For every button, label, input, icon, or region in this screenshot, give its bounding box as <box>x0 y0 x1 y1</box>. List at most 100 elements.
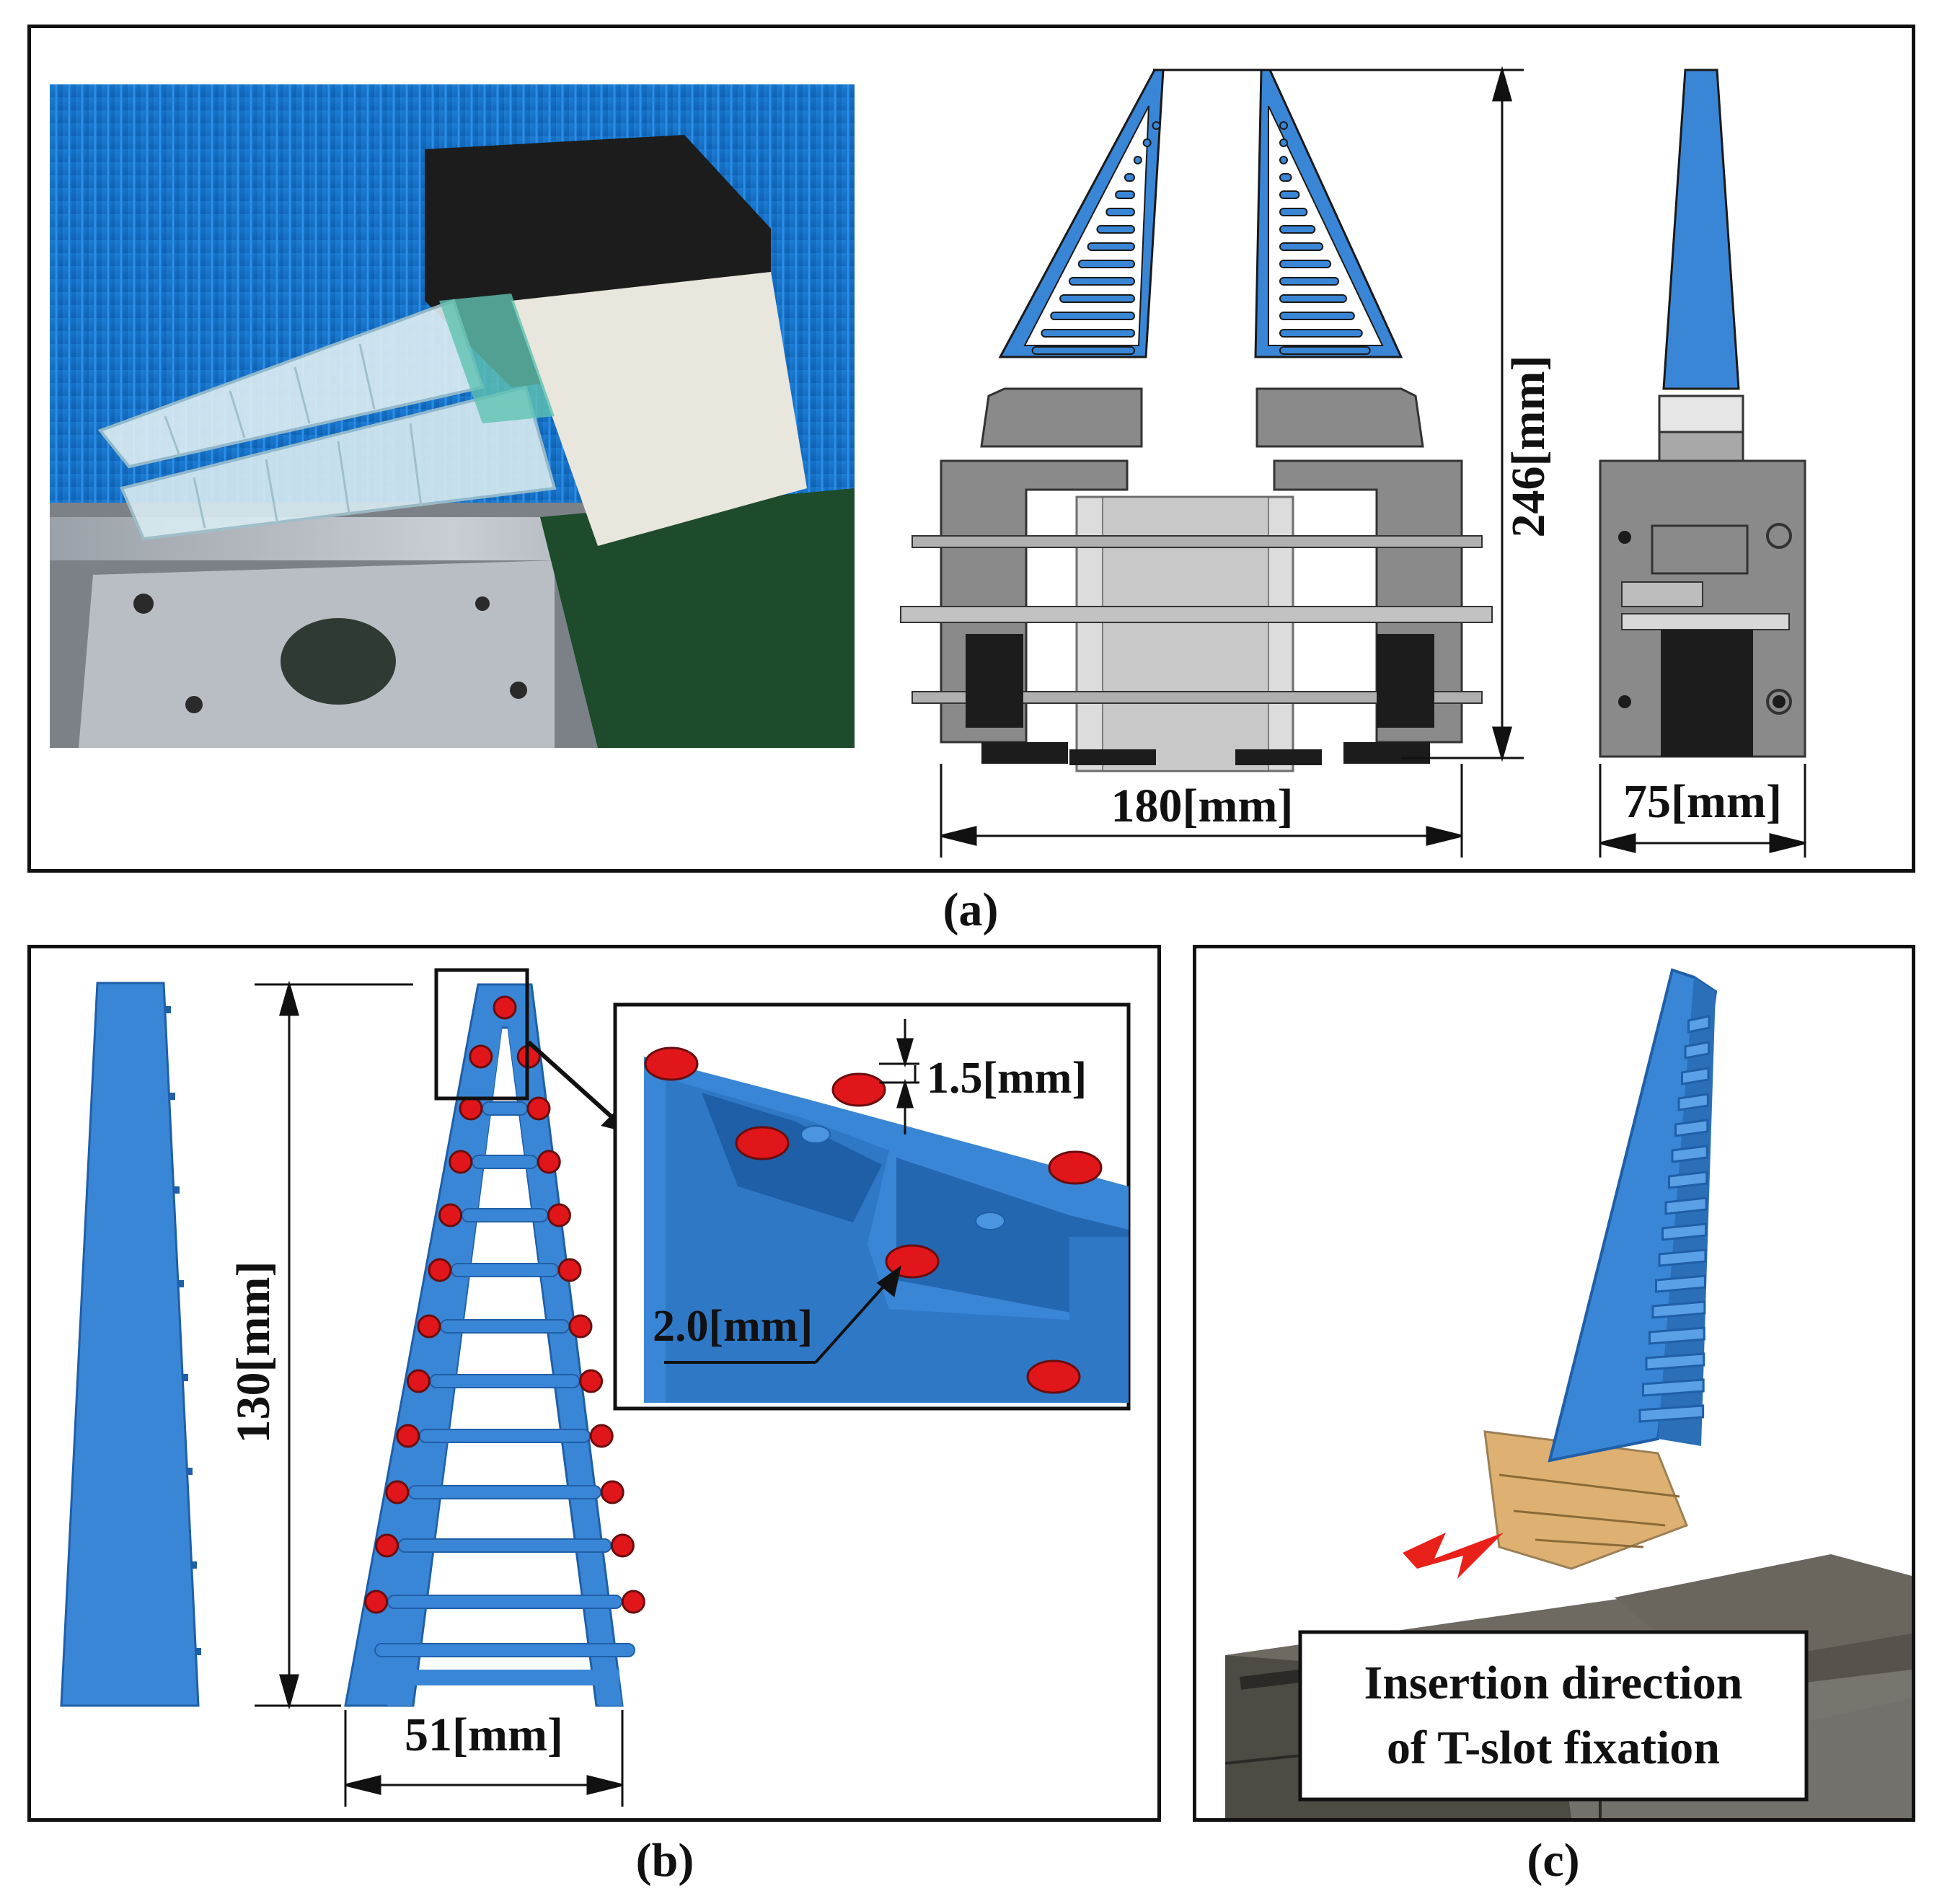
rung <box>439 1319 570 1334</box>
hinge-pin <box>459 1096 483 1121</box>
finger-front-view <box>344 983 645 1707</box>
panel-a: 246[mm] 180[mm] 75[mm] <box>27 25 1915 873</box>
rung <box>1059 294 1135 303</box>
hinge-pin <box>621 1590 645 1614</box>
rung <box>1279 242 1324 251</box>
dim-1-5-label: 1.5[mm] <box>927 1054 1087 1103</box>
hinge-pin <box>547 1203 571 1228</box>
rung <box>1674 1119 1709 1137</box>
finger-side-profile <box>60 982 200 1707</box>
rung <box>387 1595 623 1609</box>
rung <box>1077 260 1136 268</box>
insertion-label-line2: of T-slot fixation <box>1387 1722 1720 1774</box>
panel-c: Insertion direction of T-slot fixation <box>1193 945 1915 1822</box>
hinge-pin <box>579 1369 604 1393</box>
hinge-pin <box>589 1424 614 1448</box>
rung <box>1687 1015 1711 1033</box>
hinge-pin <box>526 1096 551 1121</box>
panel-c-canvas: Insertion direction of T-slot fixation <box>1224 968 1912 1818</box>
rung <box>1645 1352 1705 1371</box>
rung <box>1642 1378 1705 1397</box>
rung <box>1664 1196 1708 1215</box>
rung <box>1279 121 1288 130</box>
rung <box>1050 312 1135 320</box>
hinge-pin <box>364 1590 389 1614</box>
rung <box>1115 190 1135 199</box>
rung <box>1087 242 1135 251</box>
hinge-pin <box>568 1314 593 1339</box>
rung <box>1133 156 1142 164</box>
rung <box>1279 294 1347 303</box>
dim-180-label: 180[mm] <box>1111 780 1294 832</box>
rung <box>471 1155 539 1169</box>
hinge-pin <box>449 1150 473 1174</box>
dimension-lines-a <box>940 66 1806 858</box>
dim-51-label: 51[mm] <box>405 1709 563 1761</box>
rung <box>1677 1093 1709 1111</box>
panel-a-canvas: 246[mm] 180[mm] 75[mm] <box>50 66 1806 858</box>
rung <box>397 1538 612 1553</box>
hinge-pin <box>406 1369 431 1393</box>
insertion-label-line1: Insertion direction <box>1364 1657 1743 1709</box>
caption-a: (a) <box>943 883 999 936</box>
rung <box>374 1643 635 1657</box>
rung <box>429 1374 581 1388</box>
rung <box>1668 1171 1708 1189</box>
hinge-pin <box>417 1314 441 1339</box>
rung <box>1655 1274 1706 1293</box>
rung <box>1684 1041 1710 1059</box>
dim-2-0-label: 2.0[mm] <box>653 1302 813 1351</box>
hinge-pin <box>600 1480 624 1504</box>
rung <box>407 1485 602 1499</box>
rung <box>1279 346 1371 355</box>
rung <box>1279 260 1332 268</box>
front-view-drawing <box>900 69 1493 772</box>
rung <box>418 1429 591 1443</box>
rung <box>1031 346 1136 355</box>
rung <box>1142 138 1152 147</box>
side-view-drawing <box>1599 69 1806 758</box>
rung <box>1651 1300 1706 1319</box>
rung <box>1649 1326 1705 1345</box>
hinge-pin <box>438 1203 463 1228</box>
panel-b: 130[mm] 51[mm] 1.5[mm] 2.0[mm] <box>27 945 1161 1822</box>
rung <box>1279 138 1288 147</box>
rung <box>1279 173 1292 182</box>
rung <box>1681 1067 1710 1085</box>
caption-b: (b) <box>635 1834 694 1887</box>
dim-75-label: 75[mm] <box>1623 775 1782 828</box>
rung <box>1279 156 1288 164</box>
gripper-photo <box>50 84 855 748</box>
hinge-pin <box>375 1533 400 1558</box>
hinge-pin <box>493 995 517 1020</box>
hinge-pin <box>610 1533 635 1558</box>
hinge-pin <box>396 1424 420 1448</box>
rung <box>1279 312 1355 320</box>
hinge-pin <box>469 1044 493 1069</box>
rung <box>1096 225 1135 234</box>
dimension-lines-b <box>255 980 624 1807</box>
hinge-detail-inset <box>613 1002 1131 1411</box>
rung <box>450 1263 560 1277</box>
rung <box>1279 208 1308 216</box>
rung <box>1638 1404 1705 1423</box>
hinge-pin <box>428 1258 452 1282</box>
rung <box>1041 329 1136 338</box>
hinge-pin <box>537 1150 561 1174</box>
rung <box>461 1208 549 1222</box>
rung <box>1658 1248 1707 1267</box>
caption-c: (c) <box>1527 1834 1580 1887</box>
rung <box>1279 277 1340 286</box>
rung <box>481 1101 529 1116</box>
rung <box>1279 225 1316 234</box>
hinge-pin <box>557 1258 582 1282</box>
hinge-pin <box>385 1480 410 1504</box>
rung <box>1671 1145 1708 1163</box>
rung <box>1124 173 1135 182</box>
rung <box>1068 277 1136 286</box>
rung <box>1105 208 1136 216</box>
panel-b-canvas: 130[mm] 51[mm] 1.5[mm] 2.0[mm] <box>60 968 1131 1807</box>
rung <box>1152 121 1161 130</box>
dim-246-label: 246[mm] <box>1502 356 1555 538</box>
insertion-arrow-icon <box>1403 1533 1504 1579</box>
